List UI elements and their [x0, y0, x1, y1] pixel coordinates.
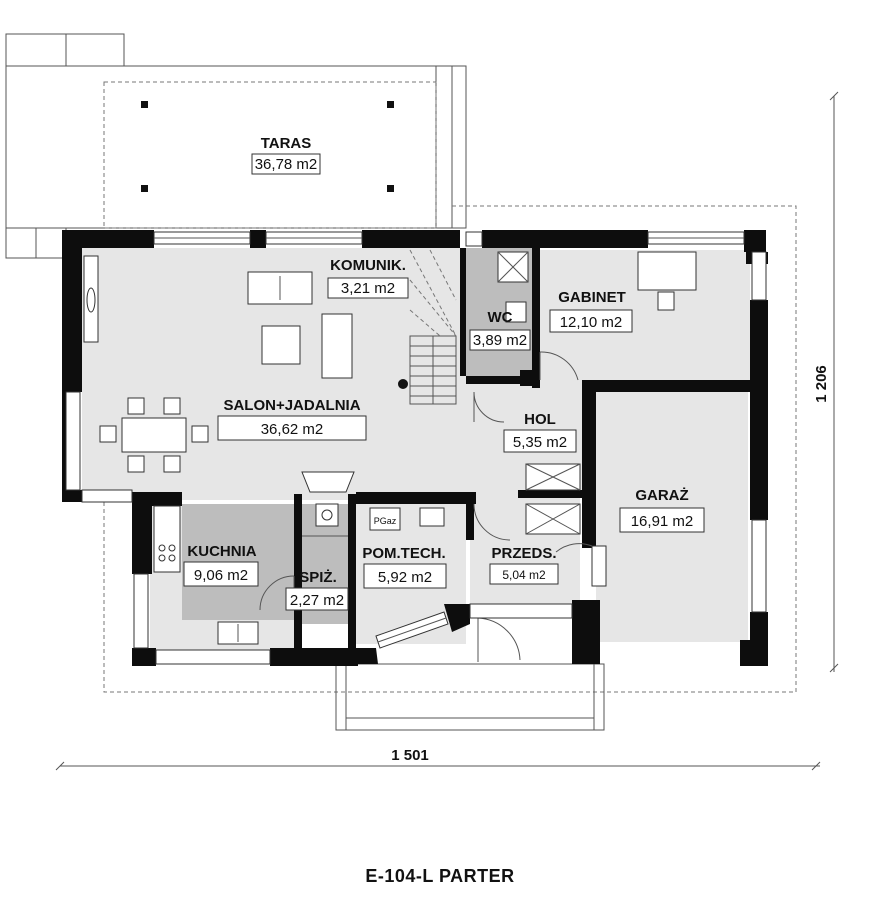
entry-threshold [469, 603, 573, 619]
door-swing [539, 351, 579, 381]
room-name-salon: SALON+JADALNIA [223, 397, 360, 414]
room-name-gabinet: GABINET [558, 289, 626, 306]
terrace-roof-outline [103, 81, 437, 229]
room-name-przeds: PRZEDS. [491, 545, 556, 562]
room-area-wc: 3,89 m2 [473, 332, 527, 349]
room-name-komunik: KOMUNIK. [330, 257, 406, 274]
furniture [83, 251, 697, 645]
roof-outline [103, 205, 797, 693]
terrace-step-top [5, 33, 125, 67]
terrace-post [141, 185, 148, 192]
room-area-przeds: 5,04 m2 [502, 568, 546, 582]
coffee-table [261, 325, 301, 365]
height-dimension: 1 206 [813, 365, 830, 403]
boiler-label: PGaz [374, 516, 397, 526]
room-name-pomtech: POM.TECH. [362, 545, 445, 562]
room-area-komunik: 3,21 m2 [341, 280, 395, 297]
kitchen-counter [153, 505, 181, 573]
room-name-wc: WC [488, 309, 513, 326]
windows [65, 231, 767, 665]
room-area-kuchnia: 9,06 m2 [194, 567, 248, 584]
door-swing [259, 575, 295, 611]
room-area-gabinet: 12,10 m2 [560, 314, 623, 331]
door-swing [555, 543, 593, 553]
terrace-post [141, 101, 148, 108]
bench [591, 545, 607, 587]
room-area-spiz: 2,27 m2 [290, 592, 344, 609]
room-name-hol: HOL [524, 411, 556, 428]
doors [259, 351, 593, 662]
room-name-spiz: SPIŻ. [299, 569, 337, 586]
terrace [5, 33, 467, 259]
wc-sink [505, 301, 527, 323]
terrace-post [387, 101, 394, 108]
room-area-taras: 36,78 m2 [255, 156, 318, 173]
desk [637, 251, 697, 291]
fireplace [301, 471, 355, 493]
staircase [398, 249, 457, 405]
room-area-garaz: 16,91 m2 [631, 513, 694, 530]
room-labels: TARAS 36,78 m2 KOMUNIK. 3,21 m2 WC 3,89 … [183, 135, 705, 611]
room-area-pomtech: 5,92 m2 [378, 569, 432, 586]
boiler-box [369, 507, 401, 531]
dining-table [121, 417, 187, 453]
walls [62, 230, 768, 666]
room-area-salon: 36,62 m2 [261, 421, 324, 438]
room-name-taras: TARAS [261, 135, 312, 152]
dimension-lines [55, 91, 839, 771]
desk-chair [657, 291, 675, 311]
stair-start-dot [398, 379, 408, 389]
room-area-hol: 5,35 m2 [513, 434, 567, 451]
entry-steps [335, 663, 605, 731]
terrace-post [387, 185, 394, 192]
door-swing [473, 503, 511, 541]
room-name-kuchnia: KUCHNIA [187, 543, 256, 560]
entry-door-swing [477, 617, 521, 662]
plan-title: E-104-L PARTER [365, 866, 515, 886]
width-dimension: 1 501 [391, 747, 429, 764]
room-name-garaz: GARAŻ [635, 487, 688, 504]
tech-sink [419, 507, 445, 527]
terrace-slab [5, 65, 467, 229]
sofa-side [321, 313, 353, 379]
